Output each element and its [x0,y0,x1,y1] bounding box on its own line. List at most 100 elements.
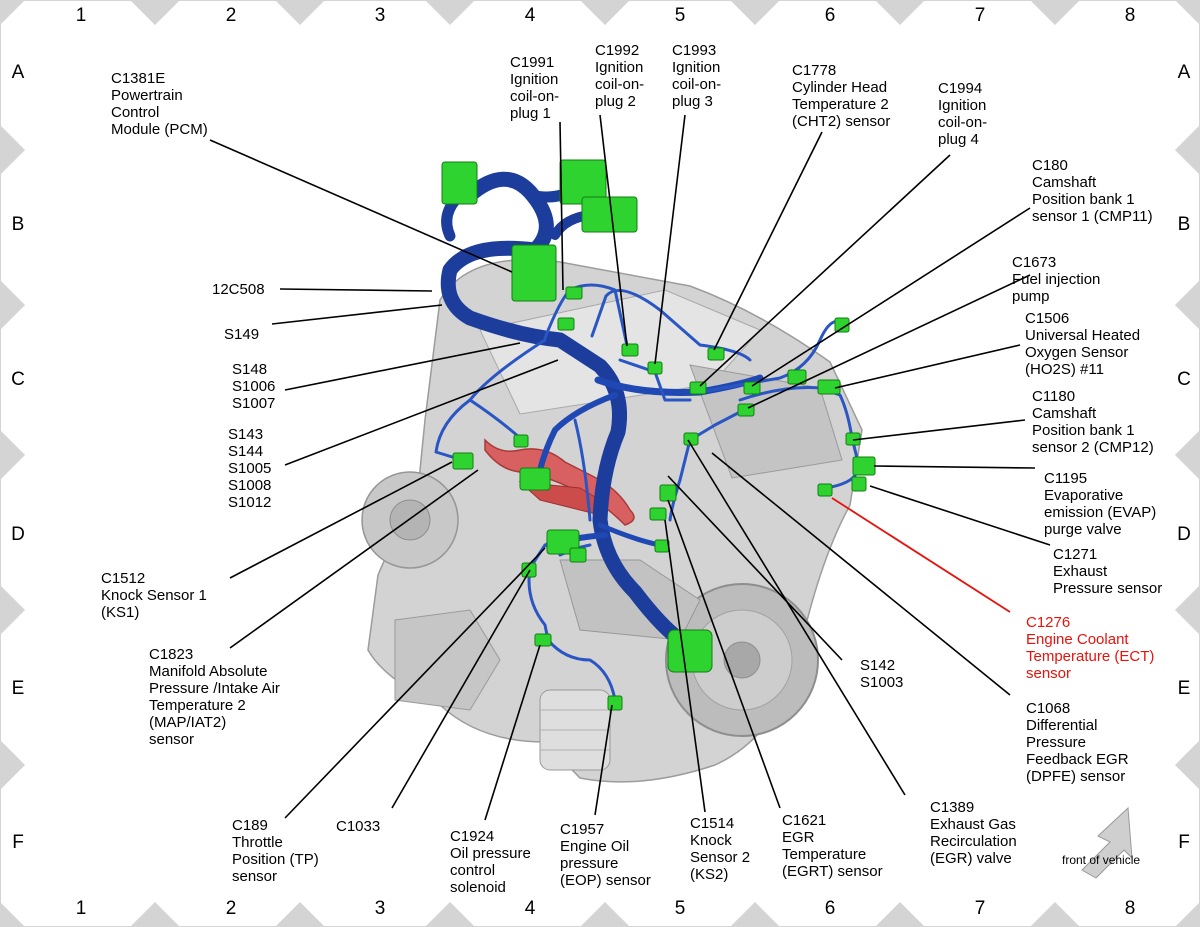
grid-row-right-f: F [1178,832,1190,853]
callout-line: C1992 [595,42,640,59]
callout-line: S149 [224,326,260,343]
grid-row-left-f: F [12,832,24,853]
callout-line: coil-on- [938,114,988,131]
callout-c1033: C1033 [336,818,380,835]
grid-column-bottom-3: 3 [374,898,386,919]
callout-line: S1005 [228,460,272,477]
grid-row-right-e: E [1177,678,1191,699]
grid-column-bottom-6: 6 [824,898,836,919]
callout-line: Fuel injection [1012,271,1101,288]
callout-line: Powertrain [111,87,183,104]
callout-line: Position bank 1 [1032,422,1135,439]
grid-row-right-c: C [1177,369,1191,390]
callout-line: coil-on- [510,88,560,105]
callout-line: Exhaust Gas [930,816,1016,833]
grid-row-right-d: D [1177,524,1191,545]
callout-line: C1033 [336,818,381,835]
callout-line: pump [1012,288,1050,305]
grid-column-top-4: 4 [524,5,536,26]
grid-column-bottom-8: 8 [1124,898,1136,919]
callout-line: Ignition [510,71,559,88]
callout-line: Throttle [232,834,283,851]
callout-line: C1512 [101,570,146,587]
grid-column-top-5: 5 [674,5,686,26]
callout-line: Ignition [672,59,721,76]
callout-line: C1673 [1012,254,1057,271]
grid-column-top-2: 2 [225,5,237,26]
front-of-vehicle-arrow-icon [1081,806,1133,879]
grid-row-left-d: D [11,524,25,545]
callout-line: control [450,862,496,879]
grid-row-left-b: B [11,214,25,235]
callout-line: C1823 [149,646,194,663]
callout-line: C1994 [938,80,983,97]
callout-line: Oxygen Sensor [1025,344,1129,361]
callout-line: purge valve [1044,521,1122,538]
callout-line: (HO2S) #11 [1025,361,1104,378]
callout-line: Evaporative [1044,487,1124,504]
grid-row-left-c: C [11,369,25,390]
callout-line: Temperature (ECT) [1026,648,1155,665]
callout-line: C1621 [782,812,827,829]
callout-line: pressure [560,855,619,872]
callout-line: (DPFE) sensor [1026,768,1126,785]
grid-column-bottom-4: 4 [524,898,536,919]
callout-line: S1006 [232,378,276,395]
callout-line: Cylinder Head [792,79,888,96]
leader-lines [209,114,1051,821]
callout-line: plug 1 [510,105,551,122]
callout-line: S143 [228,426,264,443]
grid-column-top-3: 3 [374,5,386,26]
callout-line: C1276 [1026,614,1071,631]
callout-line: Engine Coolant [1026,631,1129,648]
callout-line: Camshaft [1032,405,1097,422]
callout-line: C1957 [560,821,605,838]
callout-line: Pressure /Intake Air [149,680,280,697]
callout-line: Universal Heated [1025,327,1141,344]
callout-line: (EOP) sensor [560,872,651,889]
callout-line: Sensor 2 [690,849,751,866]
callout-line: C1514 [690,815,735,832]
callout-line: Knock Sensor 1 [101,587,207,604]
callout-line: C1271 [1053,546,1098,563]
grid-row-left-e: E [11,678,25,699]
callout-line: S1007 [232,395,276,412]
callout-line: Engine Oil [560,838,630,855]
callout-s149: S149 [224,326,259,343]
callout-line: solenoid [450,879,506,896]
callout-line: C1389 [930,799,975,816]
ect-leader-line [831,497,1011,613]
callout-line: C1991 [510,54,555,71]
front-of-vehicle-label: front of vehicle [1062,853,1141,867]
callout-line: plug 3 [672,93,713,110]
callout-line: sensor [1026,665,1072,682]
callout-line: (KS2) [690,866,729,883]
callout-line: S148 [232,361,268,378]
callout-line: C189 [232,817,268,834]
callout-line: C1195 [1044,470,1088,487]
callout-line: C180 [1032,157,1068,174]
callout-line: (EGRT) sensor [782,863,883,880]
grid-column-top-8: 8 [1124,5,1136,26]
callout-line: (MAP/IAT2) [149,714,227,731]
callout-line: Position bank 1 [1032,191,1135,208]
callout-line: Pressure [1026,734,1087,751]
callout-line: plug 4 [938,131,979,148]
callout-line: plug 2 [595,93,636,110]
callout-line: S1008 [228,477,272,494]
